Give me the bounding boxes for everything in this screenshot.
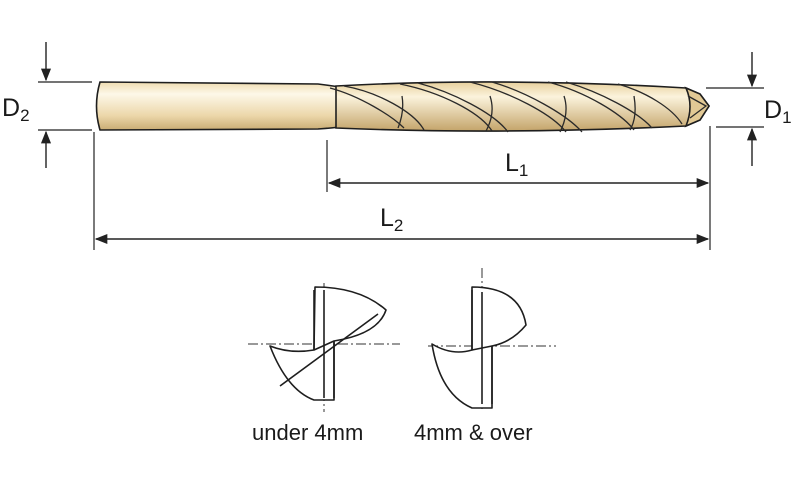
d1-dimension: D1 [706,52,792,166]
drill-fluted-section [335,81,710,132]
l2-dimension: L2 [94,204,710,245]
cross-section-4mm-and-over: 4mm & over [414,268,556,445]
cross-section-under-4mm: under 4mm [248,283,400,445]
drill-shank [95,81,347,131]
l1-dimension: L1 [327,149,710,189]
flute-helix-lines [329,81,683,133]
d2-label: D2 [2,94,30,125]
l1-label: L1 [505,149,528,180]
caption-4mm-and-over: 4mm & over [414,420,533,445]
drill-body [95,81,710,133]
l2-label: L2 [380,204,403,235]
d2-dimension: D2 [2,42,92,168]
caption-under-4mm: under 4mm [252,420,363,445]
d1-label: D1 [764,96,792,127]
